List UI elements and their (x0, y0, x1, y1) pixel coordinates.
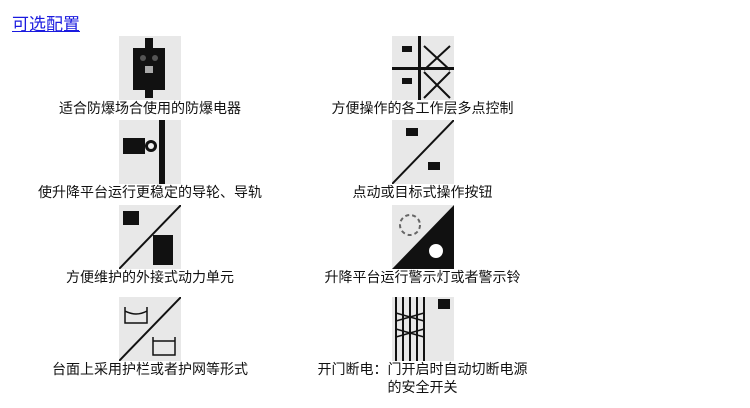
config-item: 适合防爆场合使用的防爆电器 (0, 36, 300, 118)
warning-light-bell-icon (391, 205, 454, 269)
config-caption: 方便维护的外接式动力单元 (66, 270, 234, 286)
config-caption: 升降平台运行警示灯或者警示铃 (324, 270, 521, 286)
explosion-proof-box-icon (119, 36, 181, 100)
optional-config-title[interactable]: 可选配置 (12, 15, 80, 35)
door-safety-switch-icon (391, 297, 454, 361)
config-caption: 方便操作的各工作层多点控制 (331, 101, 514, 117)
config-item: 方便维护的外接式动力单元 (0, 205, 300, 287)
config-caption: 使升降平台运行更稳定的导轮、导轨 (38, 185, 262, 201)
config-caption: 台面上采用护栏或者护网等形式 (52, 362, 248, 378)
config-caption-line2: 的安全开关 (387, 380, 458, 396)
config-item: 点动或目标式操作按钮 (290, 120, 555, 202)
config-item: 开门断电：门开启时自动切断电源 的安全开关 (290, 297, 555, 397)
config-item: 升降平台运行警示灯或者警示铃 (290, 205, 555, 287)
config-caption: 开门断电：门开启时自动切断电源 (317, 362, 528, 378)
push-button-icon (391, 120, 454, 184)
config-item: 方便操作的各工作层多点控制 (290, 36, 555, 118)
config-caption: 点动或目标式操作按钮 (352, 185, 493, 201)
external-power-unit-icon (119, 205, 181, 269)
config-caption: 适合防爆场合使用的防爆电器 (59, 101, 241, 117)
guardrail-icon (119, 297, 181, 361)
guide-wheel-rail-icon (119, 120, 181, 184)
config-item: 台面上采用护栏或者护网等形式 (0, 297, 300, 379)
multi-floor-control-icon (391, 36, 454, 100)
config-item: 使升降平台运行更稳定的导轮、导轨 (0, 120, 300, 202)
